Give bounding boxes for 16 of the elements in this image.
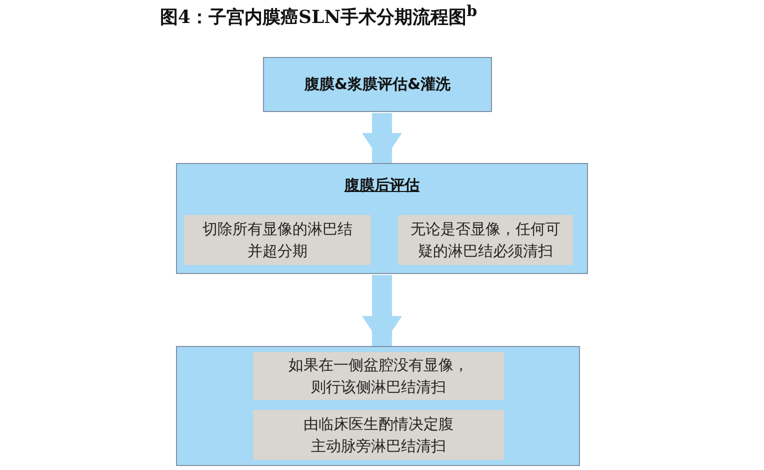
- action-box: [253, 410, 504, 460]
- stage-panel: [176, 163, 588, 274]
- box-label: 如果在一侧盆腔没有显像，则行该侧淋巴结清扫: [288, 355, 470, 398]
- box-label: 切除所有显像的淋巴结并超分期: [202, 219, 354, 262]
- box-label: 无论是否显像，任何可疑的淋巴结必须清扫: [410, 219, 562, 262]
- action-box: [253, 352, 504, 400]
- stage-panel: [176, 346, 580, 466]
- panel-heading: 腹膜后评估: [343, 176, 420, 195]
- action-box: [398, 215, 573, 265]
- block-arrow: [362, 275, 402, 346]
- figure-title: 图4：子宫内膜癌SLN手术分期流程图$^{b}$: [160, 2, 478, 29]
- process-box: [263, 57, 492, 112]
- box-label: 腹膜&浆膜评估&灌洗: [304, 75, 451, 94]
- action-box: [184, 215, 371, 265]
- block-arrow: [362, 113, 402, 163]
- box-label: 由临床医生酌情决定腹主动脉旁淋巴结清扫: [302, 414, 454, 457]
